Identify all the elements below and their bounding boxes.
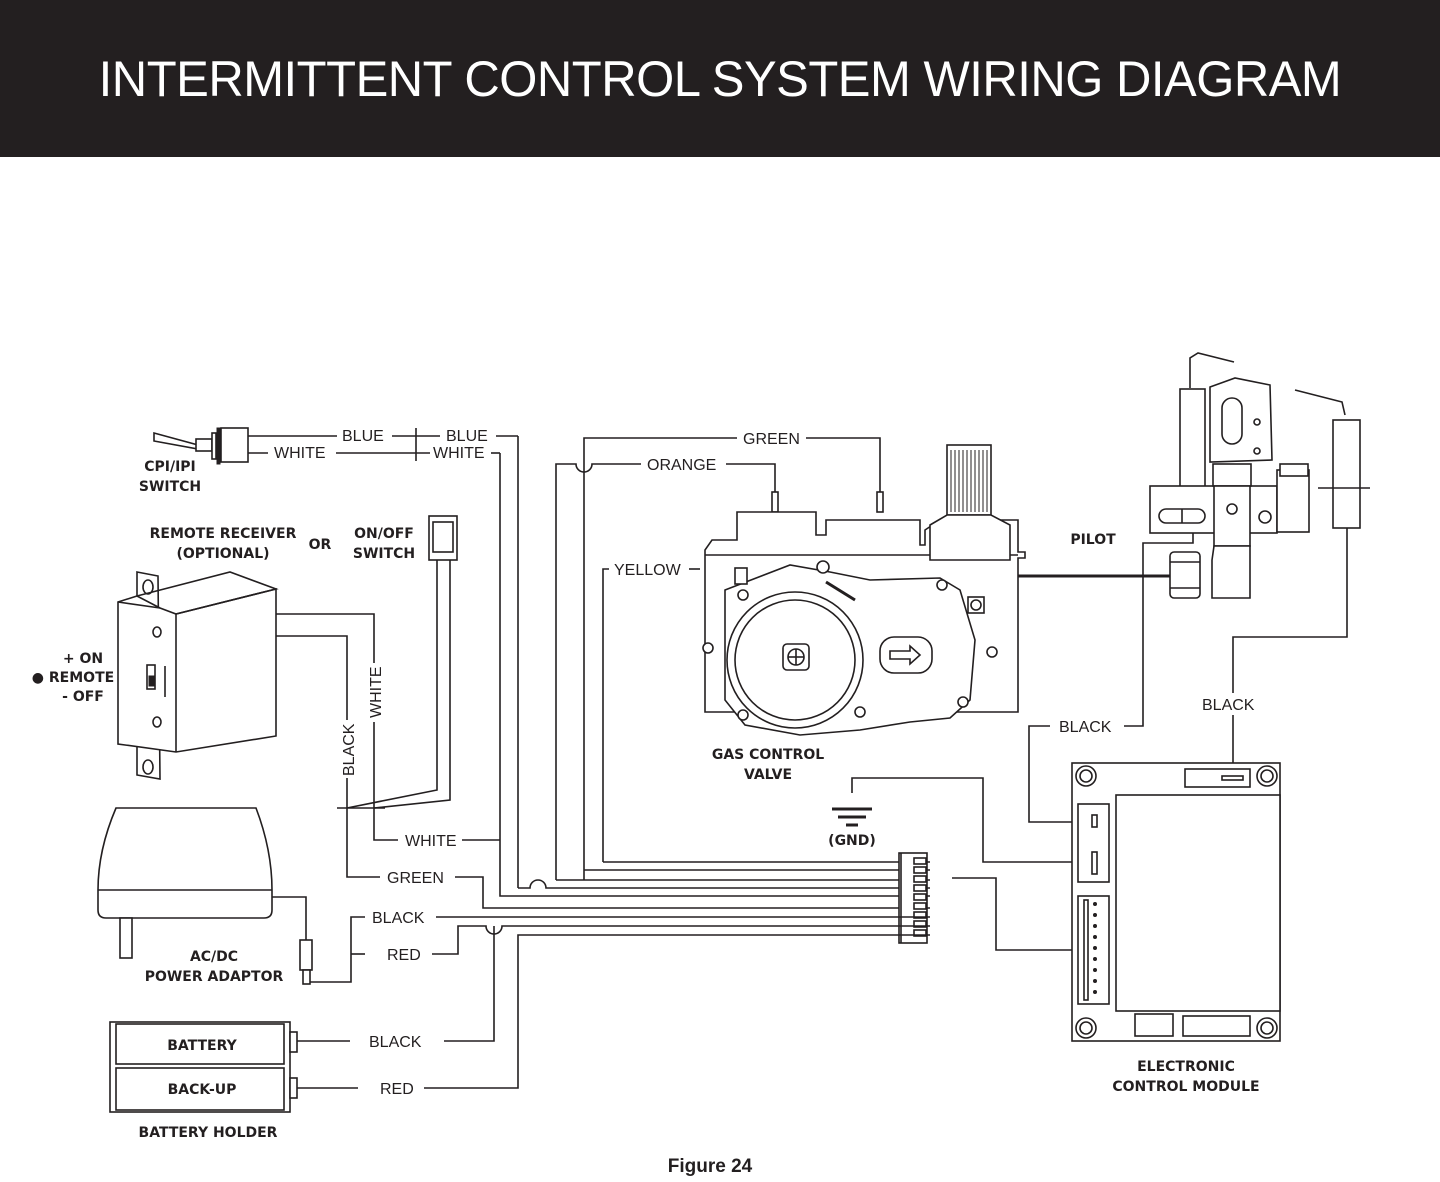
ground-symbol: [832, 807, 872, 827]
thermocouple: [1179, 388, 1206, 488]
wire-label-blue: BLUE: [342, 428, 384, 445]
wire-label-white: WHITE: [368, 666, 385, 718]
wire-label-blue: BLUE: [446, 428, 488, 445]
battery-holder-label: BATTERY HOLDER: [139, 1125, 278, 1141]
electronic-control-module: [1071, 762, 1281, 1042]
dc-plug: [299, 939, 313, 971]
battery-holder: [109, 926, 930, 1113]
backup-slot-label: BACK-UP: [168, 1082, 237, 1098]
battery-slot-label: BATTERY: [167, 1038, 237, 1054]
gas-control-valve: [702, 444, 1026, 736]
wire-label-green: GREEN: [387, 870, 444, 887]
wire-label-yellow: YELLOW: [614, 562, 682, 579]
onoff-switch-label-1: ON/OFF: [354, 526, 414, 542]
pilot-assembly: [1149, 352, 1370, 599]
or-label: OR: [309, 537, 332, 553]
remote-position-on: + ON: [63, 651, 103, 667]
control-module-label-1: ELECTRONIC: [1137, 1059, 1235, 1075]
figure-caption: Figure 24: [668, 1156, 753, 1177]
compression-nut: [1169, 551, 1201, 599]
wire-label-white: WHITE: [433, 445, 485, 462]
module-cover: [1115, 794, 1281, 1012]
flow-arrow-icon: [889, 644, 922, 666]
wire-harness-connector: [898, 852, 928, 944]
remote-wires: [276, 560, 930, 909]
remote-receiver: [117, 571, 279, 780]
igniter-electrode: [1332, 419, 1361, 529]
cpi-switch-label-1: CPI/IPI: [144, 459, 196, 475]
pilot-label: PILOT: [1070, 532, 1116, 548]
adaptor-prong: [119, 917, 133, 959]
wire-label-white: WHITE: [405, 833, 457, 850]
cpi-switch-label-2: SWITCH: [139, 479, 201, 495]
onoff-rocker-switch: [428, 515, 458, 561]
gas-valve-label-2: VALVE: [744, 767, 792, 783]
cpi-ipi-switch: [153, 427, 249, 465]
toggle-bushing: [195, 438, 213, 452]
pilot-black-wires: [851, 528, 1348, 951]
ground-label: (GND): [828, 833, 876, 849]
wire-label-black: BLACK: [1202, 697, 1255, 714]
switch-body: [220, 427, 249, 463]
remote-position-remote: ● REMOTE: [32, 670, 114, 686]
wire-label-red: RED: [387, 947, 421, 964]
remote-position-off: - OFF: [62, 689, 104, 705]
receiver-body: [117, 587, 277, 753]
wire-label-orange: ORANGE: [647, 457, 716, 474]
power-adaptor-label-2: POWER ADAPTOR: [145, 969, 284, 985]
wire-label-green: GREEN: [743, 431, 800, 448]
wire-label-black: BLACK: [372, 910, 425, 927]
wire-label-black: BLACK: [369, 1034, 422, 1051]
wire-label-black: BLACK: [1059, 719, 1112, 736]
page-title: INTERMITTENT CONTROL SYSTEM WIRING DIAGR…: [98, 50, 1342, 107]
title-banner: INTERMITTENT CONTROL SYSTEM WIRING DIAGR…: [0, 0, 1440, 157]
power-adaptor: [97, 807, 930, 985]
valve-wires: [499, 437, 930, 897]
remote-receiver-label-1: REMOTE RECEIVER: [150, 526, 297, 542]
gas-valve-label-1: GAS CONTROL: [712, 747, 824, 763]
control-module-label-2: CONTROL MODULE: [1112, 1079, 1259, 1095]
power-adaptor-label-1: AC/DC: [190, 949, 238, 965]
pilot-inlet-fitting: [1211, 545, 1251, 599]
control-knob: [946, 444, 992, 516]
harness-socket: [1077, 895, 1110, 1005]
remote-receiver-label-2: (OPTIONAL): [176, 546, 269, 562]
adaptor-body: [97, 807, 273, 919]
cpi-wires: [248, 428, 519, 888]
wire-label-white: WHITE: [274, 445, 326, 462]
onoff-switch-label-2: SWITCH: [353, 546, 415, 562]
toggle-lever: [153, 431, 199, 450]
wire-label-red: RED: [380, 1081, 414, 1098]
wire-label-black: BLACK: [341, 723, 358, 776]
